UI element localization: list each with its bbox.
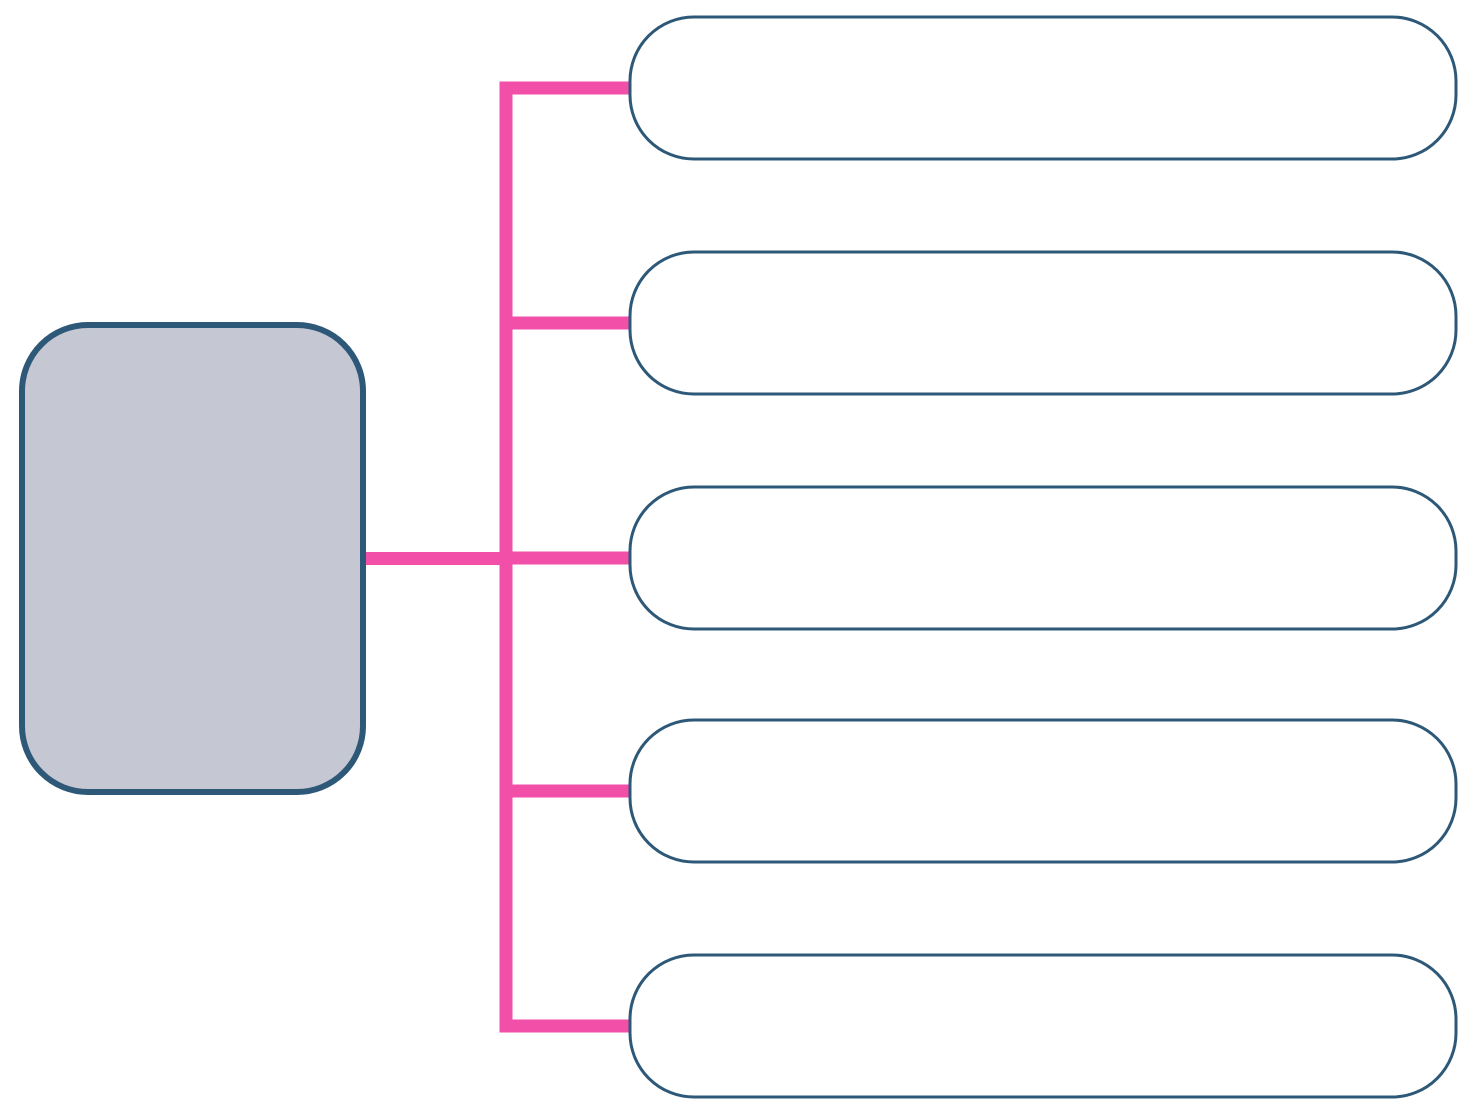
connector-lines: [363, 81, 632, 1033]
root-node: [19, 322, 366, 795]
root-box: [19, 322, 366, 795]
child-box-3: [628, 485, 1458, 631]
child-box-4: [628, 718, 1458, 864]
child-box-1: [628, 15, 1458, 161]
child-nodes: [628, 15, 1458, 1099]
child-box-5: [628, 953, 1458, 1099]
child-box-2: [628, 250, 1458, 396]
